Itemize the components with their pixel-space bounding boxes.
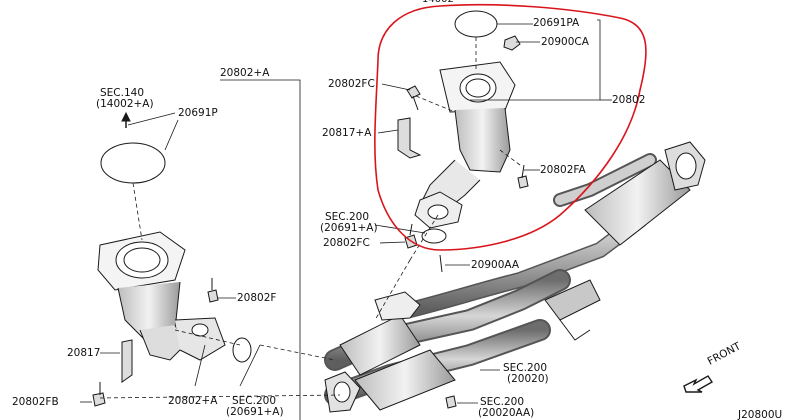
rear-exhaust-pipe	[402, 141, 706, 341]
label-diagram-code: J20800U	[738, 409, 783, 420]
label-sec140: SEC.140	[100, 87, 145, 99]
label-sec200-d-ref: (20020AA)	[478, 407, 535, 419]
label-20900CA: 20900CA	[541, 36, 589, 48]
label-sec200-a: SEC.200	[325, 211, 370, 223]
label-20802A-bottom: 20802+A	[168, 395, 218, 407]
converter-20802	[397, 61, 516, 229]
label-20802FC-mid: 20802FC	[323, 237, 370, 249]
label-20817A: 20817+A	[322, 127, 372, 139]
dash-lines	[99, 37, 521, 399]
highlight-outline	[374, 3, 647, 251]
label-20802FC-top: 20802FC	[328, 78, 375, 90]
leader-lines	[80, 19, 612, 420]
front-arrow-icon	[683, 375, 713, 393]
up-arrow-icon	[121, 111, 131, 128]
label-20691P: 20691P	[178, 107, 218, 119]
label-20817: 20817	[67, 347, 101, 359]
label-20802: 20802	[612, 94, 646, 106]
label-20802A: 20802+A	[220, 67, 270, 79]
label-top-fragment: 14002	[422, 0, 454, 5]
label-sec140-ref: (14002+A)	[96, 98, 154, 110]
mid-exhaust-pipe	[324, 269, 571, 413]
label-sec200-a-ref: (20691+A)	[320, 222, 378, 234]
gasket-20691A	[421, 228, 447, 244]
label-sec200-b-ref: (20691+A)	[226, 406, 284, 418]
gasket-20691P	[100, 142, 166, 184]
label-20900AA: 20900AA	[471, 259, 520, 271]
converter-20802A	[97, 231, 252, 383]
label-20802FA: 20802FA	[540, 164, 586, 176]
label-sec200-b: SEC.200	[232, 395, 277, 407]
label-sec200-c: SEC.200	[503, 362, 548, 374]
label-sec200-d: SEC.200	[480, 396, 525, 408]
label-20691PA: 20691PA	[533, 17, 580, 29]
label-20802FB: 20802FB	[12, 396, 59, 408]
label-sec200-c-ref: (20020)	[507, 373, 549, 385]
label-20802F: 20802F	[237, 292, 277, 304]
gasket-20691PA	[454, 10, 498, 38]
